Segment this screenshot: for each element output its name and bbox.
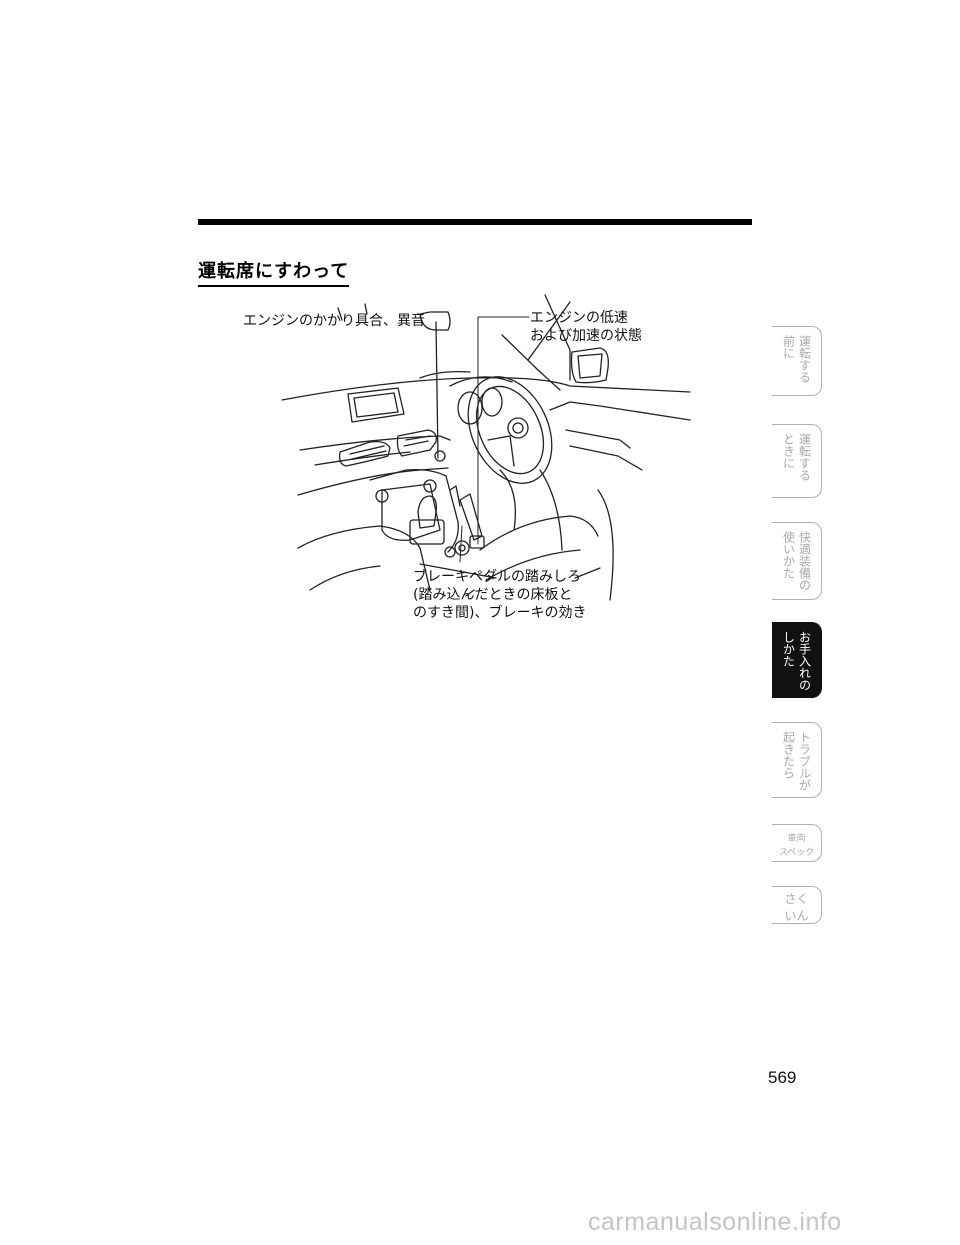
- car-interior-illustration: [281, 294, 691, 601]
- section-heading: 運転席にすわって: [198, 261, 350, 287]
- tab-before-driving-col2: 前に: [781, 335, 796, 359]
- top-rule: [198, 219, 752, 225]
- tab-index-row1: さく: [784, 892, 809, 906]
- callout-brake-line2: (踏み込んだときの床板と: [413, 587, 573, 603]
- callout-engine-idle: エンジンの低速 および加速の状態: [530, 309, 642, 345]
- tab-index[interactable]: さく いん: [772, 886, 822, 924]
- callout-engine-idle-line2: および加速の状態: [530, 328, 642, 344]
- tab-troubleshooting-col1: トラブルが: [797, 731, 812, 791]
- tab-while-driving-col1: 運転する: [797, 433, 812, 481]
- tab-maintenance[interactable]: お手入れの しかた: [772, 622, 822, 698]
- callout-engine-idle-line1: エンジンの低速: [530, 310, 628, 326]
- watermark: carmanualsonline.info: [588, 1208, 842, 1236]
- tab-while-driving[interactable]: 運転する ときに: [772, 424, 822, 498]
- tab-comfort-features[interactable]: 快適装備の 使いかた: [772, 522, 822, 600]
- tab-maintenance-col2: しかた: [781, 631, 796, 667]
- tab-index-row2: いん: [784, 909, 809, 923]
- callout-brake: ブレーキペダルの踏みしろ (踏み込んだときの床板と のすき間)、ブレーキの効き: [413, 568, 586, 622]
- tab-vehicle-specs[interactable]: 車両 スペック: [772, 824, 822, 862]
- page-number: 569: [768, 1068, 797, 1087]
- tab-maintenance-col1: お手入れの: [797, 631, 812, 691]
- tab-comfort-features-col1: 快適装備の: [797, 531, 812, 591]
- tab-before-driving[interactable]: 運転する 前に: [772, 326, 822, 396]
- tab-vehicle-specs-row2: スペック: [778, 848, 815, 858]
- callout-engine-start: エンジンのかかり具合、異音: [243, 313, 425, 329]
- tab-before-driving-col1: 運転する: [797, 335, 812, 383]
- tab-comfort-features-col2: 使いかた: [781, 531, 796, 579]
- tab-troubleshooting-col2: 起きたら: [781, 731, 796, 779]
- callout-brake-line3: のすき間)、ブレーキの効き: [413, 605, 587, 621]
- callout-brake-line1: ブレーキペダルの踏みしろ: [413, 569, 581, 585]
- tab-while-driving-col2: ときに: [781, 433, 796, 469]
- tab-vehicle-specs-row1: 車両: [787, 834, 806, 844]
- tab-troubleshooting[interactable]: トラブルが 起きたら: [772, 722, 822, 798]
